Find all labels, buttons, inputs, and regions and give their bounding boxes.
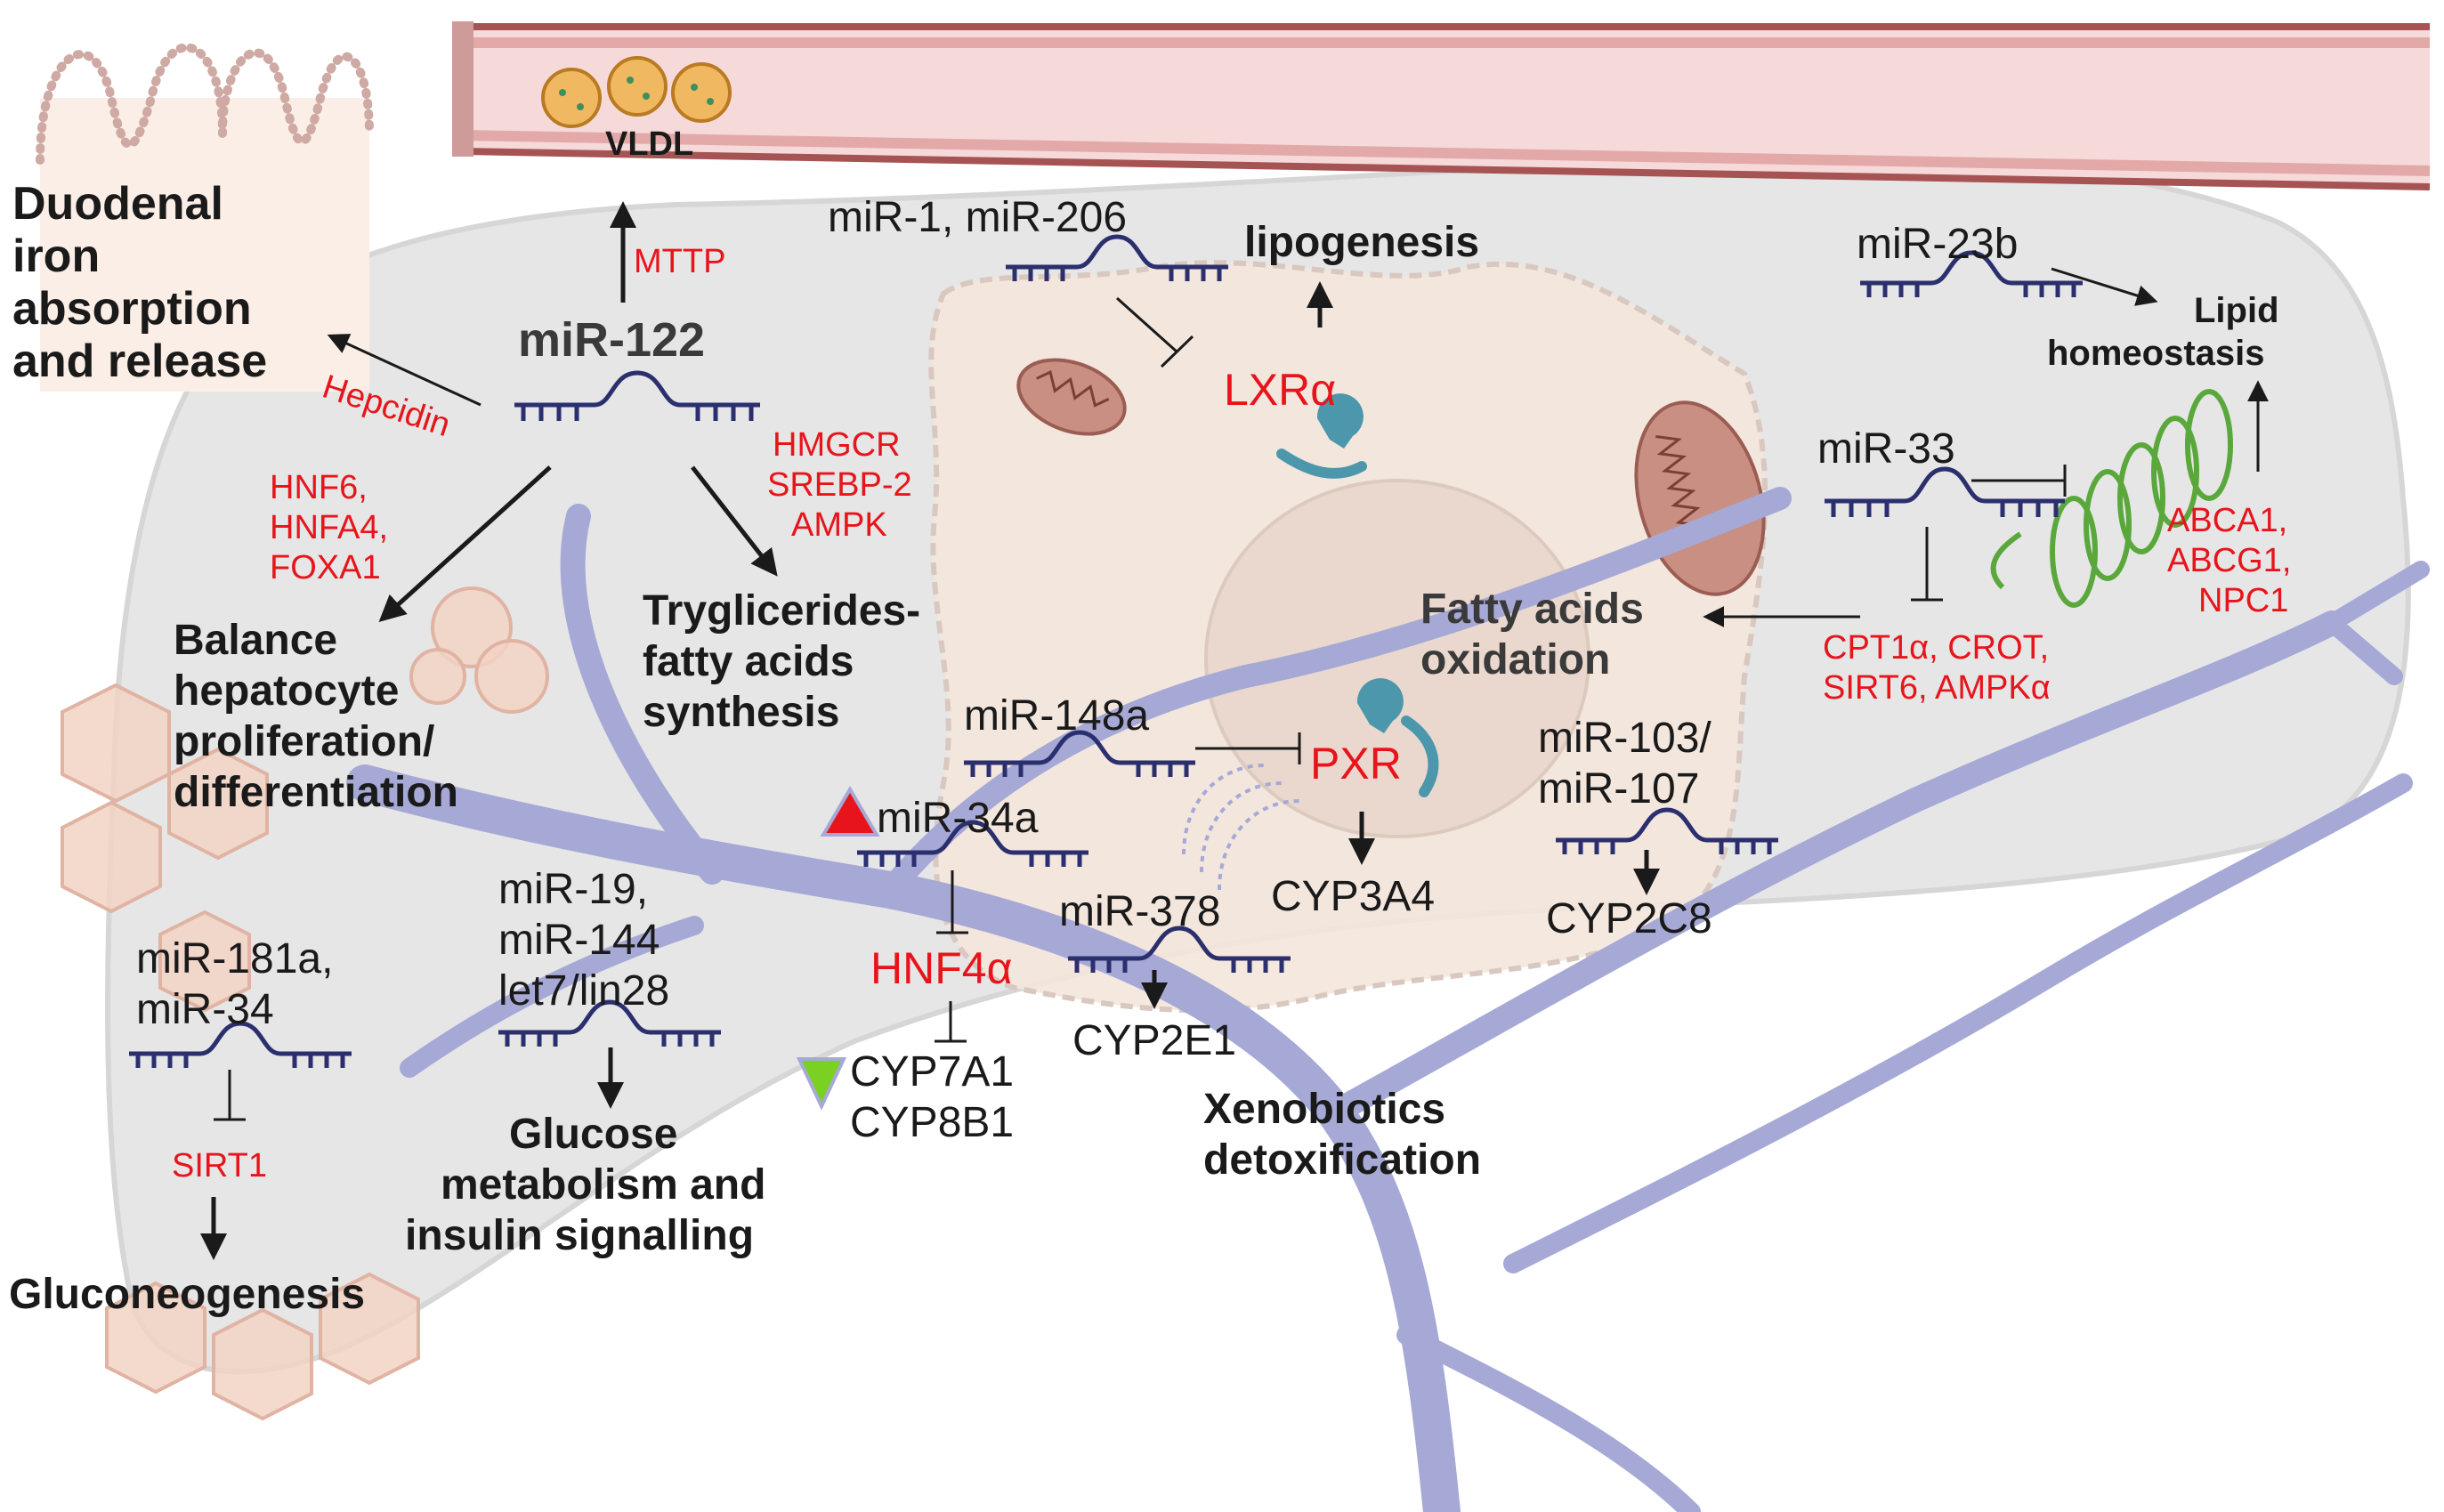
mir103-line-1: miR-103/	[1538, 715, 1712, 762]
duodenum-villi	[36, 43, 374, 392]
endoplasmic-reticulum	[1182, 764, 1300, 891]
xeno-line-1: Xenobiotics	[1203, 1086, 1445, 1133]
mir19-line-2: miR-144	[498, 917, 660, 964]
mir378-label: miR-378	[1059, 888, 1220, 935]
lxr-label: LXRα	[1224, 365, 1336, 415]
fatty-ox-line-2: oxidation	[1420, 636, 1610, 683]
abca-line-1: ABCA1,	[2167, 502, 2287, 539]
duodenal-line-2: iron	[12, 230, 100, 282]
glucose-line-2: metabolism and	[441, 1161, 765, 1209]
mir148a-label: miR-148a	[964, 692, 1149, 740]
lipid-line-1: Lipid	[2194, 291, 2279, 330]
balance-line-3: proliferation/	[174, 718, 434, 765]
abca-targets: ABCA1, ABCG1, NPC1	[2167, 502, 2291, 619]
cpt-targets: CPT1α, CROT, SIRT6, AMPKα	[1823, 629, 2051, 707]
duodenal-line-1: Duodenal	[12, 178, 223, 230]
tryg-line-3: synthesis	[643, 689, 839, 736]
xeno-effect: Xenobiotics detoxification	[1203, 1086, 1481, 1184]
gluconeogenesis-label: Gluconeogenesis	[9, 1271, 365, 1318]
pxr-label: PXR	[1310, 739, 1402, 788]
cpt-line-1: CPT1α, CROT,	[1823, 629, 2049, 667]
cyp7-line-2: CYP8B1	[850, 1099, 1014, 1146]
mir34a-label: miR-34a	[877, 795, 1039, 842]
hmgcr-line-2: SREBP-2	[767, 466, 912, 504]
abca-line-3: NPC1	[2198, 582, 2288, 619]
mir181-line-1: miR-181a,	[136, 935, 333, 982]
tryg-effect: Tryglicerides- fatty acids synthesis	[643, 587, 920, 736]
hnf-targets: HNF6, HNFA4, FOXA1	[270, 469, 388, 586]
cpt-line-2: SIRT6, AMPKα	[1823, 669, 2051, 707]
mir181-label: miR-181a, miR-34	[136, 935, 333, 1033]
upregulated-marker	[820, 786, 880, 837]
mir19-label: miR-19, miR-144 let7/lin28	[498, 866, 669, 1015]
lipid-line-2: homeostasis	[2047, 334, 2265, 373]
nuclear-receptors	[1276, 393, 1439, 797]
nucleus	[1204, 479, 1590, 838]
balance-effect: Balance hepatocyte proliferation/ differ…	[174, 617, 458, 816]
mir19-line-3: let7/lin28	[498, 967, 669, 1015]
duodenal-line-4: and release	[12, 336, 267, 387]
sirt1-label: SIRT1	[172, 1147, 267, 1185]
lipogenesis-label: lipogenesis	[1244, 219, 1479, 266]
vldl-particles	[541, 56, 732, 128]
mir33-label: miR-33	[1817, 425, 1955, 473]
balance-line-2: hepatocyte	[174, 667, 399, 715]
mir181-line-2: miR-34	[136, 986, 274, 1033]
cyp2c8-label: CYP2C8	[1546, 895, 1712, 942]
tryg-line-1: Tryglicerides-	[643, 587, 920, 635]
mir23b-label: miR-23b	[1857, 221, 2018, 268]
mir122-label: miR-122	[518, 313, 705, 367]
downregulated-marker	[796, 1057, 847, 1111]
xeno-line-2: detoxification	[1203, 1136, 1481, 1184]
tryg-line-2: fatty acids	[643, 638, 854, 685]
hnf-line-1: HNF6,	[270, 469, 368, 506]
abca-line-2: ABCG1,	[2167, 542, 2291, 579]
glucose-line-1: Glucose	[509, 1111, 677, 1158]
hepatocyte-cluster	[61, 586, 549, 1421]
mir1-label: miR-1, miR-206	[828, 194, 1127, 241]
pathway-connectors	[200, 201, 2269, 1260]
mir103-label: miR-103/ miR-107	[1538, 715, 1712, 813]
balance-line-1: Balance	[174, 617, 337, 664]
hnf4-label: HNF4α	[870, 943, 1012, 993]
cyp3a4-label: CYP3A4	[1271, 873, 1435, 920]
fatty-ox-line-1: Fatty acids	[1420, 586, 1644, 633]
vldl-label: VLDL	[605, 125, 693, 163]
duodenal-line-3: absorption	[12, 283, 252, 335]
cyp7-line-1: CYP7A1	[850, 1048, 1014, 1096]
duodenal-effect: Duodenal iron absorption and release	[12, 178, 267, 387]
mir19-line-1: miR-19,	[498, 866, 648, 913]
fatty-ox-effect: Fatty acids oxidation	[1420, 586, 1644, 683]
lipid-effect: Lipid homeostasis	[2047, 291, 2279, 373]
balance-line-4: differentiation	[174, 769, 458, 816]
cyp7-genes: CYP7A1 CYP8B1	[850, 1048, 1014, 1146]
membrane-transporter	[1990, 389, 2233, 608]
hmgcr-line-3: AMPK	[791, 506, 887, 544]
hmgcr-targets: HMGCR SREBP-2 AMPK	[767, 426, 912, 544]
hnf-line-2: HNFA4,	[270, 509, 388, 546]
hnf-line-3: FOXA1	[270, 549, 381, 586]
glucose-line-3: insulin signalling	[405, 1212, 754, 1259]
mir103-line-2: miR-107	[1538, 765, 1699, 813]
glucose-effect: Glucose metabolism and insulin signallin…	[405, 1111, 765, 1259]
hmgcr-line-1: HMGCR	[773, 426, 901, 464]
blood-vessel	[452, 21, 2431, 190]
cyp2e1-label: CYP2E1	[1072, 1017, 1236, 1064]
mirna-icons	[129, 234, 2083, 1068]
mttp-label: MTTP	[634, 243, 725, 280]
